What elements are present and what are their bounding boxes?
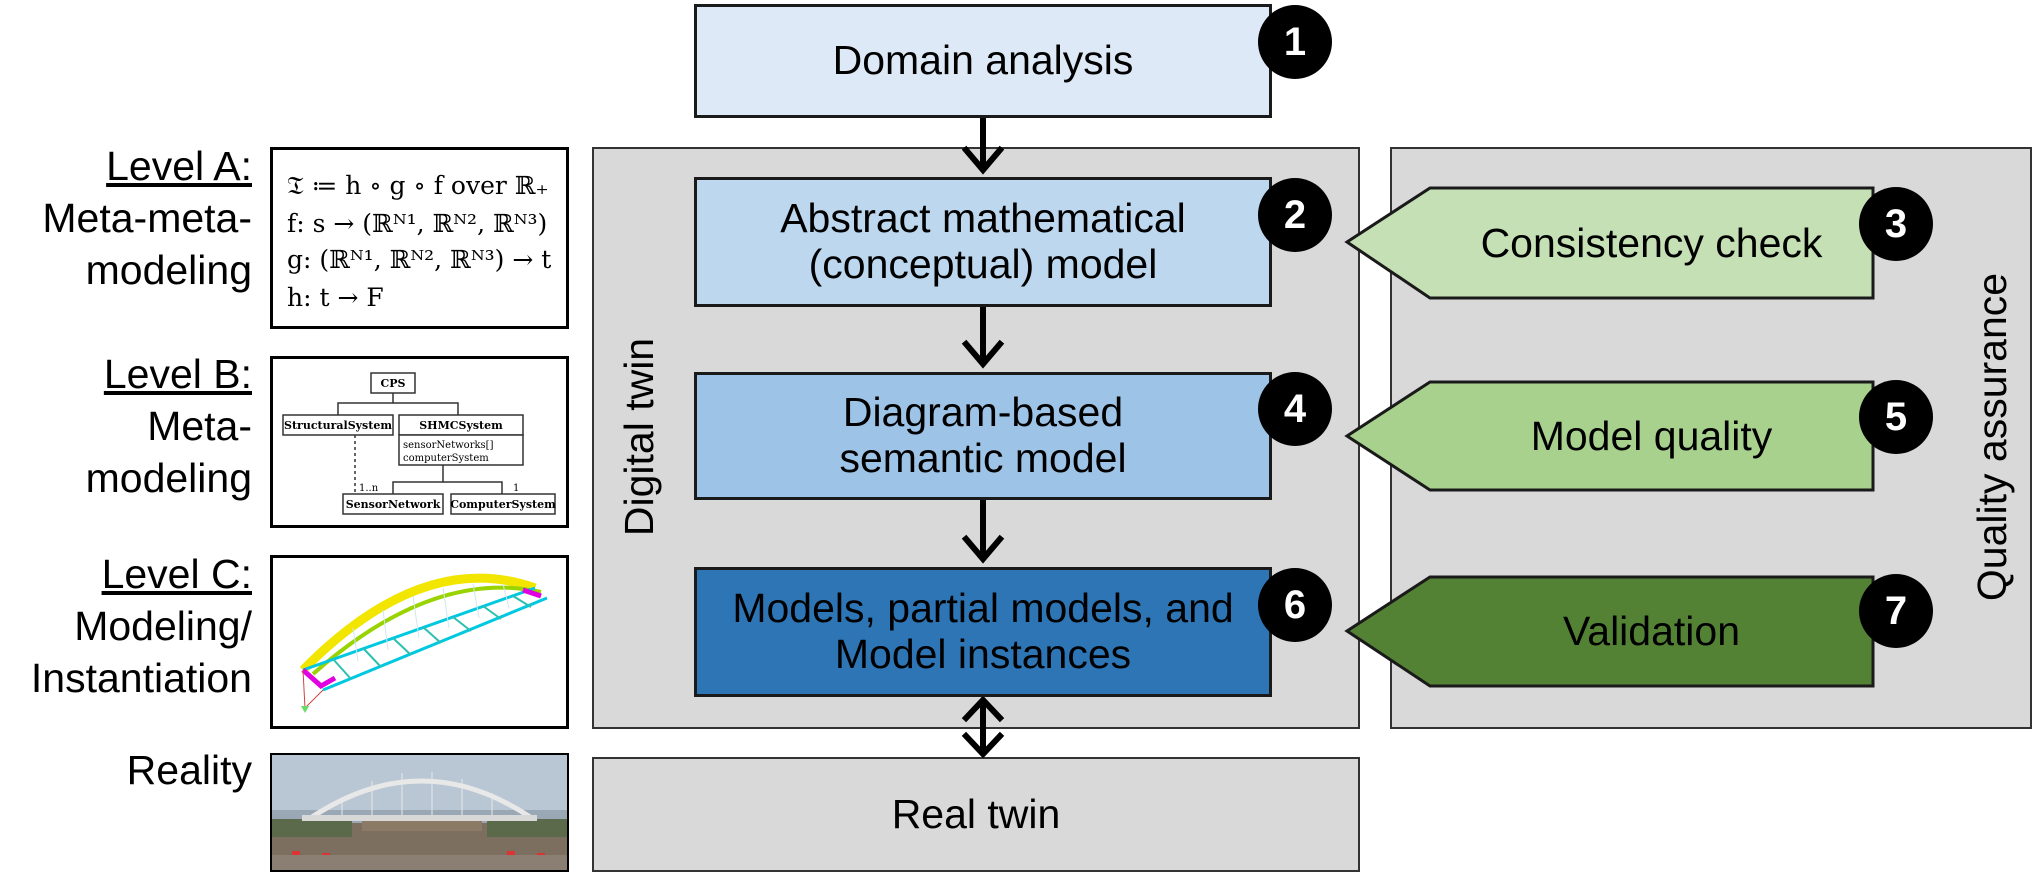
arrow-6-real-twin-down-head <box>961 731 1005 759</box>
step-4-semantic-model-box: Diagram-based semantic model <box>694 372 1272 500</box>
level-a-formula-panel: 𝔗 ≔ h ∘ g ∘ f over ℝ₊ f: s → (ℝᴺ¹, ℝᴺ², … <box>270 147 569 329</box>
step-3-badge: 3 <box>1859 187 1933 261</box>
level-a-label: Level A: Meta-meta- modeling <box>0 140 252 296</box>
level-b-title: Level B: <box>103 351 252 397</box>
step-1-domain-analysis-box: Domain analysis <box>694 4 1272 118</box>
step-4-badge: 4 <box>1258 372 1332 446</box>
uml-right: SHMCSystem <box>419 419 503 432</box>
uml-attr-1: sensorNetworks[] <box>403 440 494 451</box>
level-c-title: Level C: <box>101 551 252 597</box>
step-2-badge: 2 <box>1258 178 1332 252</box>
uml-left: StructuralSystem <box>284 419 392 432</box>
level-c-line-1: Modeling/ <box>74 603 252 649</box>
step-6-model-instances-box: Models, partial models, and Model instan… <box>694 567 1272 697</box>
step-6-label-line-2: Model instances <box>834 631 1132 677</box>
step-2-label-line-2: (conceptual) model <box>808 241 1158 287</box>
reality-line: Reality <box>126 747 252 793</box>
level-b-line-1: Meta- <box>147 403 252 449</box>
qa-model-quality-label: Model quality <box>1530 412 1773 459</box>
level-c-bridge-model-panel <box>270 555 569 729</box>
uml-diagram: CPS StructuralSystem SHMCSystem SensorNe… <box>282 372 556 515</box>
real-twin-label: Real twin <box>891 790 1061 837</box>
level-a-title: Level A: <box>106 143 252 189</box>
bridge-model-graphic <box>299 573 548 713</box>
formula-line-4: h: t → F <box>287 283 384 312</box>
step-1-label: Domain analysis <box>832 37 1134 84</box>
formula-line-2: f: s → (ℝᴺ¹, ℝᴺ², ℝᴺ³) <box>287 209 547 238</box>
uml-attr-2: computerSystem <box>403 453 489 464</box>
uml-bottom-left: SensorNetwork <box>346 498 441 511</box>
step-2-abstract-model-box: Abstract mathematical (conceptual) model <box>694 177 1272 307</box>
level-b-label: Level B: Meta- modeling <box>0 348 252 504</box>
formula-line-1: 𝔗 ≔ h ∘ g ∘ f over ℝ₊ <box>287 171 549 200</box>
real-twin-box: Real twin <box>592 757 1360 872</box>
step-1-badge: 1 <box>1258 5 1332 79</box>
qa-consistency-label: Consistency check <box>1480 219 1823 266</box>
level-a-line-1: Meta-meta- <box>42 195 252 241</box>
uml-multiplicity-right: 1 <box>513 483 519 494</box>
formula-line-3: g: (ℝᴺ¹, ℝᴺ², ℝᴺ³) → t <box>287 245 551 274</box>
step-6-label-line-1: Models, partial models, and <box>732 585 1234 632</box>
qa-validation-label: Validation <box>1562 608 1741 654</box>
reality-label: Reality <box>0 744 252 796</box>
level-a-line-2: modeling <box>85 247 252 293</box>
level-b-uml-panel: CPS StructuralSystem SHMCSystem SensorNe… <box>270 356 569 528</box>
uml-root: CPS <box>381 377 406 390</box>
step-4-label-line-2: semantic model <box>839 435 1127 481</box>
step-4-label-line-1: Diagram-based <box>842 389 1124 436</box>
reality-bridge-photo <box>270 753 569 872</box>
step-5-badge: 5 <box>1859 380 1933 454</box>
quality-assurance-label: Quality assurance <box>1969 272 2015 602</box>
uml-bottom-right: ComputerSystem <box>450 498 556 511</box>
formula-graphic: 𝔗 ≔ h ∘ g ∘ f over ℝ₊ f: s → (ℝᴺ¹, ℝᴺ², … <box>287 171 551 312</box>
step-6-badge: 6 <box>1258 568 1332 642</box>
step-7-badge: 7 <box>1859 574 1933 648</box>
bridge-photo-graphic <box>272 755 567 870</box>
level-c-label: Level C: Modeling/ Instantiation <box>0 548 252 704</box>
step-2-label-line-1: Abstract mathematical <box>780 195 1186 242</box>
level-b-line-2: modeling <box>85 455 252 501</box>
level-c-line-2: Instantiation <box>30 655 252 701</box>
uml-multiplicity: 1..n <box>359 483 379 494</box>
digital-twin-label: Digital twin <box>616 337 662 537</box>
